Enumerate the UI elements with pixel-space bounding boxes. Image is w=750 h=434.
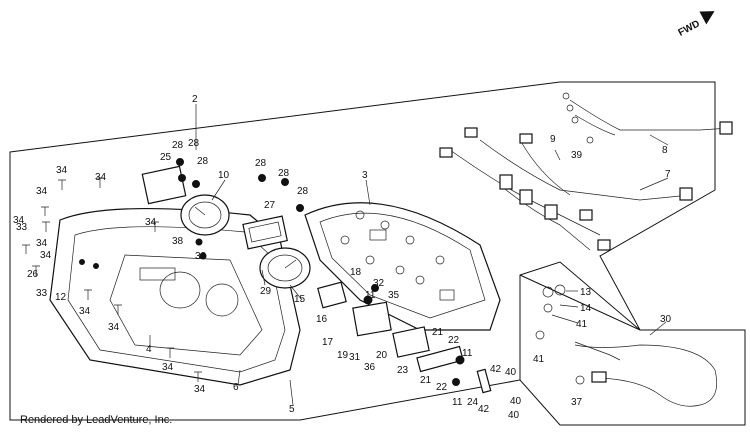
callout-39: 39 — [571, 150, 583, 161]
callout-40-a: 40 — [505, 367, 517, 378]
callout-22-a: 22 — [448, 335, 460, 346]
callout-34-e: 34 — [36, 238, 48, 249]
callout-6: 6 — [233, 382, 239, 393]
leader-lines — [149, 134, 669, 406]
callout-11-b: 11 — [462, 348, 473, 359]
callout-28-b: 28 — [188, 138, 200, 149]
callout-24: 24 — [467, 397, 479, 408]
callout-33-a: 33 — [16, 222, 28, 233]
callout-33-b: 33 — [36, 288, 48, 299]
callout-25: 25 — [160, 152, 172, 163]
callout-34-a: 34 — [56, 165, 68, 176]
callout-22-b: 22 — [436, 382, 448, 393]
speedometer-cable — [574, 341, 718, 407]
callout-5: 5 — [289, 404, 295, 415]
callout-38-b: 38 — [195, 251, 207, 262]
callout-38-a: 38 — [172, 236, 184, 247]
callout-11-a: 11 — [365, 290, 376, 301]
assembly-outline — [9, 81, 716, 421]
upper-meter-housing — [141, 165, 288, 250]
callout-34-c: 34 — [36, 186, 48, 197]
meter-back-case — [304, 202, 501, 331]
callout-28-f: 28 — [297, 186, 309, 197]
callout-41-a: 41 — [576, 319, 588, 330]
fwd-label: FWD — [677, 18, 702, 38]
callout-29: 29 — [260, 286, 272, 297]
callout-34-f: 34 — [145, 217, 157, 228]
callout-26: 26 — [27, 269, 39, 280]
callout-30: 30 — [660, 314, 672, 325]
callout-41-b: 41 — [533, 354, 545, 365]
callout-16: 16 — [316, 314, 328, 325]
callout-27: 27 — [264, 200, 276, 211]
callout-40-c: 40 — [508, 410, 520, 421]
speedometer — [259, 247, 311, 289]
callout-28-c: 28 — [197, 156, 209, 167]
callout-34-d: 34 — [13, 215, 25, 226]
arrow-head-icon — [699, 11, 715, 25]
callout-3: 3 — [362, 170, 368, 181]
callout-23: 23 — [397, 365, 409, 376]
callout-20: 20 — [376, 350, 388, 361]
callout-32: 32 — [373, 278, 385, 289]
callout-19: 19 — [337, 350, 349, 361]
callout-13: 13 — [580, 287, 592, 298]
callout-37: 37 — [571, 397, 583, 408]
callout-8: 8 — [662, 145, 668, 156]
fwd-arrow: FWD — [677, 11, 715, 39]
credit-text: Rendered by LeadVenture, Inc. — [20, 414, 173, 426]
small-components — [176, 158, 566, 394]
callout-36: 36 — [364, 362, 376, 373]
screws — [22, 149, 561, 382]
callout-34-j: 34 — [194, 384, 206, 395]
callout-35: 35 — [388, 290, 400, 301]
callout-7: 7 — [665, 169, 671, 180]
tachometer — [180, 194, 230, 236]
callout-34-g: 34 — [79, 306, 91, 317]
callout-14: 14 — [580, 303, 592, 314]
callout-labels: 2 3 4 5 6 7 8 9 10 11 11 11 12 13 14 15 … — [13, 94, 672, 421]
callout-12: 12 — [55, 292, 67, 303]
wire-harness — [439, 92, 733, 251]
callout-28-e: 28 — [278, 168, 290, 179]
callout-21-b: 21 — [420, 375, 432, 386]
callout-28-d: 28 — [255, 158, 267, 169]
callout-34-h: 34 — [108, 322, 120, 333]
callout-17: 17 — [322, 337, 334, 348]
callout-42-b: 42 — [478, 404, 490, 415]
callout-21-a: 21 — [432, 327, 444, 338]
callout-34-k: 34 — [40, 250, 52, 261]
cable-subassembly-box — [519, 274, 746, 426]
callout-34-b: 34 — [95, 172, 107, 183]
callout-31: 31 — [349, 352, 361, 363]
callout-10: 10 — [218, 170, 230, 181]
callout-18: 18 — [350, 267, 362, 278]
callout-40-b: 40 — [510, 396, 522, 407]
callout-15: 15 — [294, 294, 306, 305]
callout-4: 4 — [146, 344, 152, 355]
callout-9: 9 — [550, 134, 556, 145]
callout-11-c: 11 — [452, 397, 463, 408]
callout-28-a: 28 — [172, 140, 184, 151]
callout-34-i: 34 — [162, 362, 174, 373]
callout-42-a: 42 — [490, 364, 502, 375]
callout-2: 2 — [192, 94, 198, 105]
